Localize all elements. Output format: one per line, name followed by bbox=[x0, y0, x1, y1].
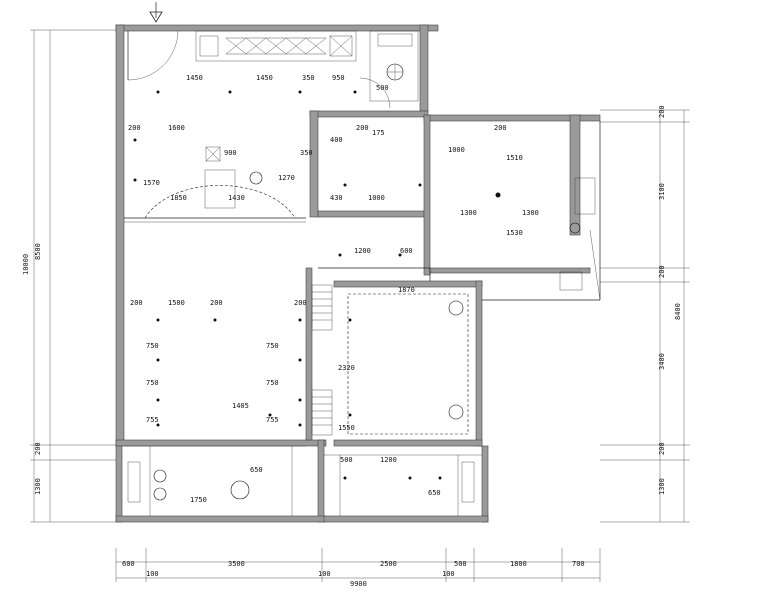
svg-text:1405: 1405 bbox=[232, 402, 249, 410]
svg-text:900: 900 bbox=[224, 149, 237, 157]
svg-text:200: 200 bbox=[130, 299, 143, 307]
svg-text:1000: 1000 bbox=[448, 146, 465, 154]
svg-text:1300: 1300 bbox=[658, 478, 666, 495]
svg-text:400: 400 bbox=[330, 136, 343, 144]
svg-text:500: 500 bbox=[454, 560, 467, 568]
svg-text:755: 755 bbox=[266, 416, 279, 424]
bedroom2-ceiling bbox=[347, 293, 469, 435]
svg-text:200: 200 bbox=[356, 124, 369, 132]
svg-text:3500: 3500 bbox=[228, 560, 245, 568]
svg-text:1300: 1300 bbox=[522, 209, 539, 217]
corridor-dimensions: 1200 600 bbox=[354, 247, 413, 255]
svg-text:750: 750 bbox=[266, 379, 279, 387]
bedroom1-dimensions: 1000 200 1510 1300 1300 1530 bbox=[448, 124, 539, 237]
svg-text:100: 100 bbox=[146, 570, 159, 578]
svg-text:1450: 1450 bbox=[186, 74, 203, 82]
svg-text:755: 755 bbox=[146, 416, 159, 424]
svg-text:200: 200 bbox=[658, 265, 666, 278]
svg-text:200: 200 bbox=[494, 124, 507, 132]
svg-text:500: 500 bbox=[340, 456, 353, 464]
svg-text:1450: 1450 bbox=[256, 74, 273, 82]
svg-text:600: 600 bbox=[122, 560, 135, 568]
ceiling-lights bbox=[133, 90, 501, 480]
closets bbox=[311, 284, 333, 436]
svg-text:1300: 1300 bbox=[34, 478, 42, 495]
svg-text:1800: 1800 bbox=[510, 560, 527, 568]
svg-text:750: 750 bbox=[146, 379, 159, 387]
svg-text:600: 600 bbox=[400, 247, 413, 255]
svg-text:200: 200 bbox=[210, 299, 223, 307]
svg-text:1570: 1570 bbox=[143, 179, 160, 187]
svg-text:1550: 1550 bbox=[338, 424, 355, 432]
svg-text:2320: 2320 bbox=[338, 364, 355, 372]
svg-text:1600: 1600 bbox=[168, 124, 185, 132]
svg-text:200: 200 bbox=[128, 124, 141, 132]
svg-text:1510: 1510 bbox=[506, 154, 523, 162]
svg-text:175: 175 bbox=[372, 129, 385, 137]
svg-text:10000: 10000 bbox=[22, 254, 30, 275]
balcony-right-dimensions: 500 1200 650 bbox=[340, 456, 441, 497]
bathroom-fixtures bbox=[359, 30, 419, 109]
svg-text:100: 100 bbox=[442, 570, 455, 578]
top-dimensions: 1450 1450 350 950 500 bbox=[186, 74, 389, 92]
svg-text:1750: 1750 bbox=[190, 496, 207, 504]
svg-text:9900: 9900 bbox=[350, 580, 367, 588]
living-top-dimensions: 200 1600 1570 1850 1430 900 350 1270 bbox=[128, 124, 313, 202]
svg-text:950: 950 bbox=[332, 74, 345, 82]
interior-lines bbox=[124, 121, 601, 516]
svg-text:350: 350 bbox=[300, 149, 313, 157]
entrance-door bbox=[127, 30, 179, 81]
svg-text:200: 200 bbox=[34, 442, 42, 455]
svg-text:1300: 1300 bbox=[460, 209, 477, 217]
svg-text:1530: 1530 bbox=[506, 229, 523, 237]
svg-text:650: 650 bbox=[428, 489, 441, 497]
svg-text:1430: 1430 bbox=[228, 194, 245, 202]
svg-text:1850: 1850 bbox=[170, 194, 187, 202]
balcony-left-dimensions: 1750 650 bbox=[190, 466, 263, 504]
right-dimension-lines: 200 3100 200 3400 8400 200 1300 bbox=[600, 105, 690, 523]
svg-text:650: 650 bbox=[250, 466, 263, 474]
svg-text:200: 200 bbox=[658, 105, 666, 118]
bedroom1-furniture bbox=[559, 177, 596, 291]
svg-text:1200: 1200 bbox=[380, 456, 397, 464]
svg-text:8400: 8400 bbox=[674, 303, 682, 320]
svg-text:750: 750 bbox=[266, 342, 279, 350]
svg-text:700: 700 bbox=[572, 560, 585, 568]
kitchen-dimensions: 400 175 430 1000 200 bbox=[330, 124, 385, 202]
svg-text:3400: 3400 bbox=[658, 353, 666, 370]
svg-text:1500: 1500 bbox=[168, 299, 185, 307]
svg-text:1870: 1870 bbox=[398, 286, 415, 294]
dining-dimensions: 200 1500 200 200 750 750 755 750 750 755… bbox=[130, 299, 307, 424]
entrance-arrow-icon bbox=[149, 2, 163, 23]
svg-text:200: 200 bbox=[294, 299, 307, 307]
svg-text:200: 200 bbox=[658, 442, 666, 455]
svg-text:750: 750 bbox=[146, 342, 159, 350]
svg-text:1270: 1270 bbox=[278, 174, 295, 182]
svg-text:100: 100 bbox=[318, 570, 331, 578]
left-dimension-lines: 8500 10000 200 1300 bbox=[22, 29, 116, 523]
balcony-fixtures bbox=[127, 461, 475, 503]
svg-text:350: 350 bbox=[302, 74, 315, 82]
svg-text:500: 500 bbox=[376, 84, 389, 92]
bottom-dimension-lines: 600 3500 2500 500 1800 700 100 100 100 9… bbox=[115, 548, 601, 588]
bedroom2-dimensions: 1870 2320 1550 bbox=[338, 286, 415, 432]
exterior-walls bbox=[115, 24, 601, 523]
svg-text:3100: 3100 bbox=[658, 183, 666, 200]
svg-text:1000: 1000 bbox=[368, 194, 385, 202]
svg-text:8500: 8500 bbox=[34, 243, 42, 260]
living-furniture bbox=[144, 146, 296, 219]
svg-text:1200: 1200 bbox=[354, 247, 371, 255]
svg-text:2500: 2500 bbox=[380, 560, 397, 568]
kitchen-cabinets bbox=[195, 30, 357, 62]
svg-text:430: 430 bbox=[330, 194, 343, 202]
